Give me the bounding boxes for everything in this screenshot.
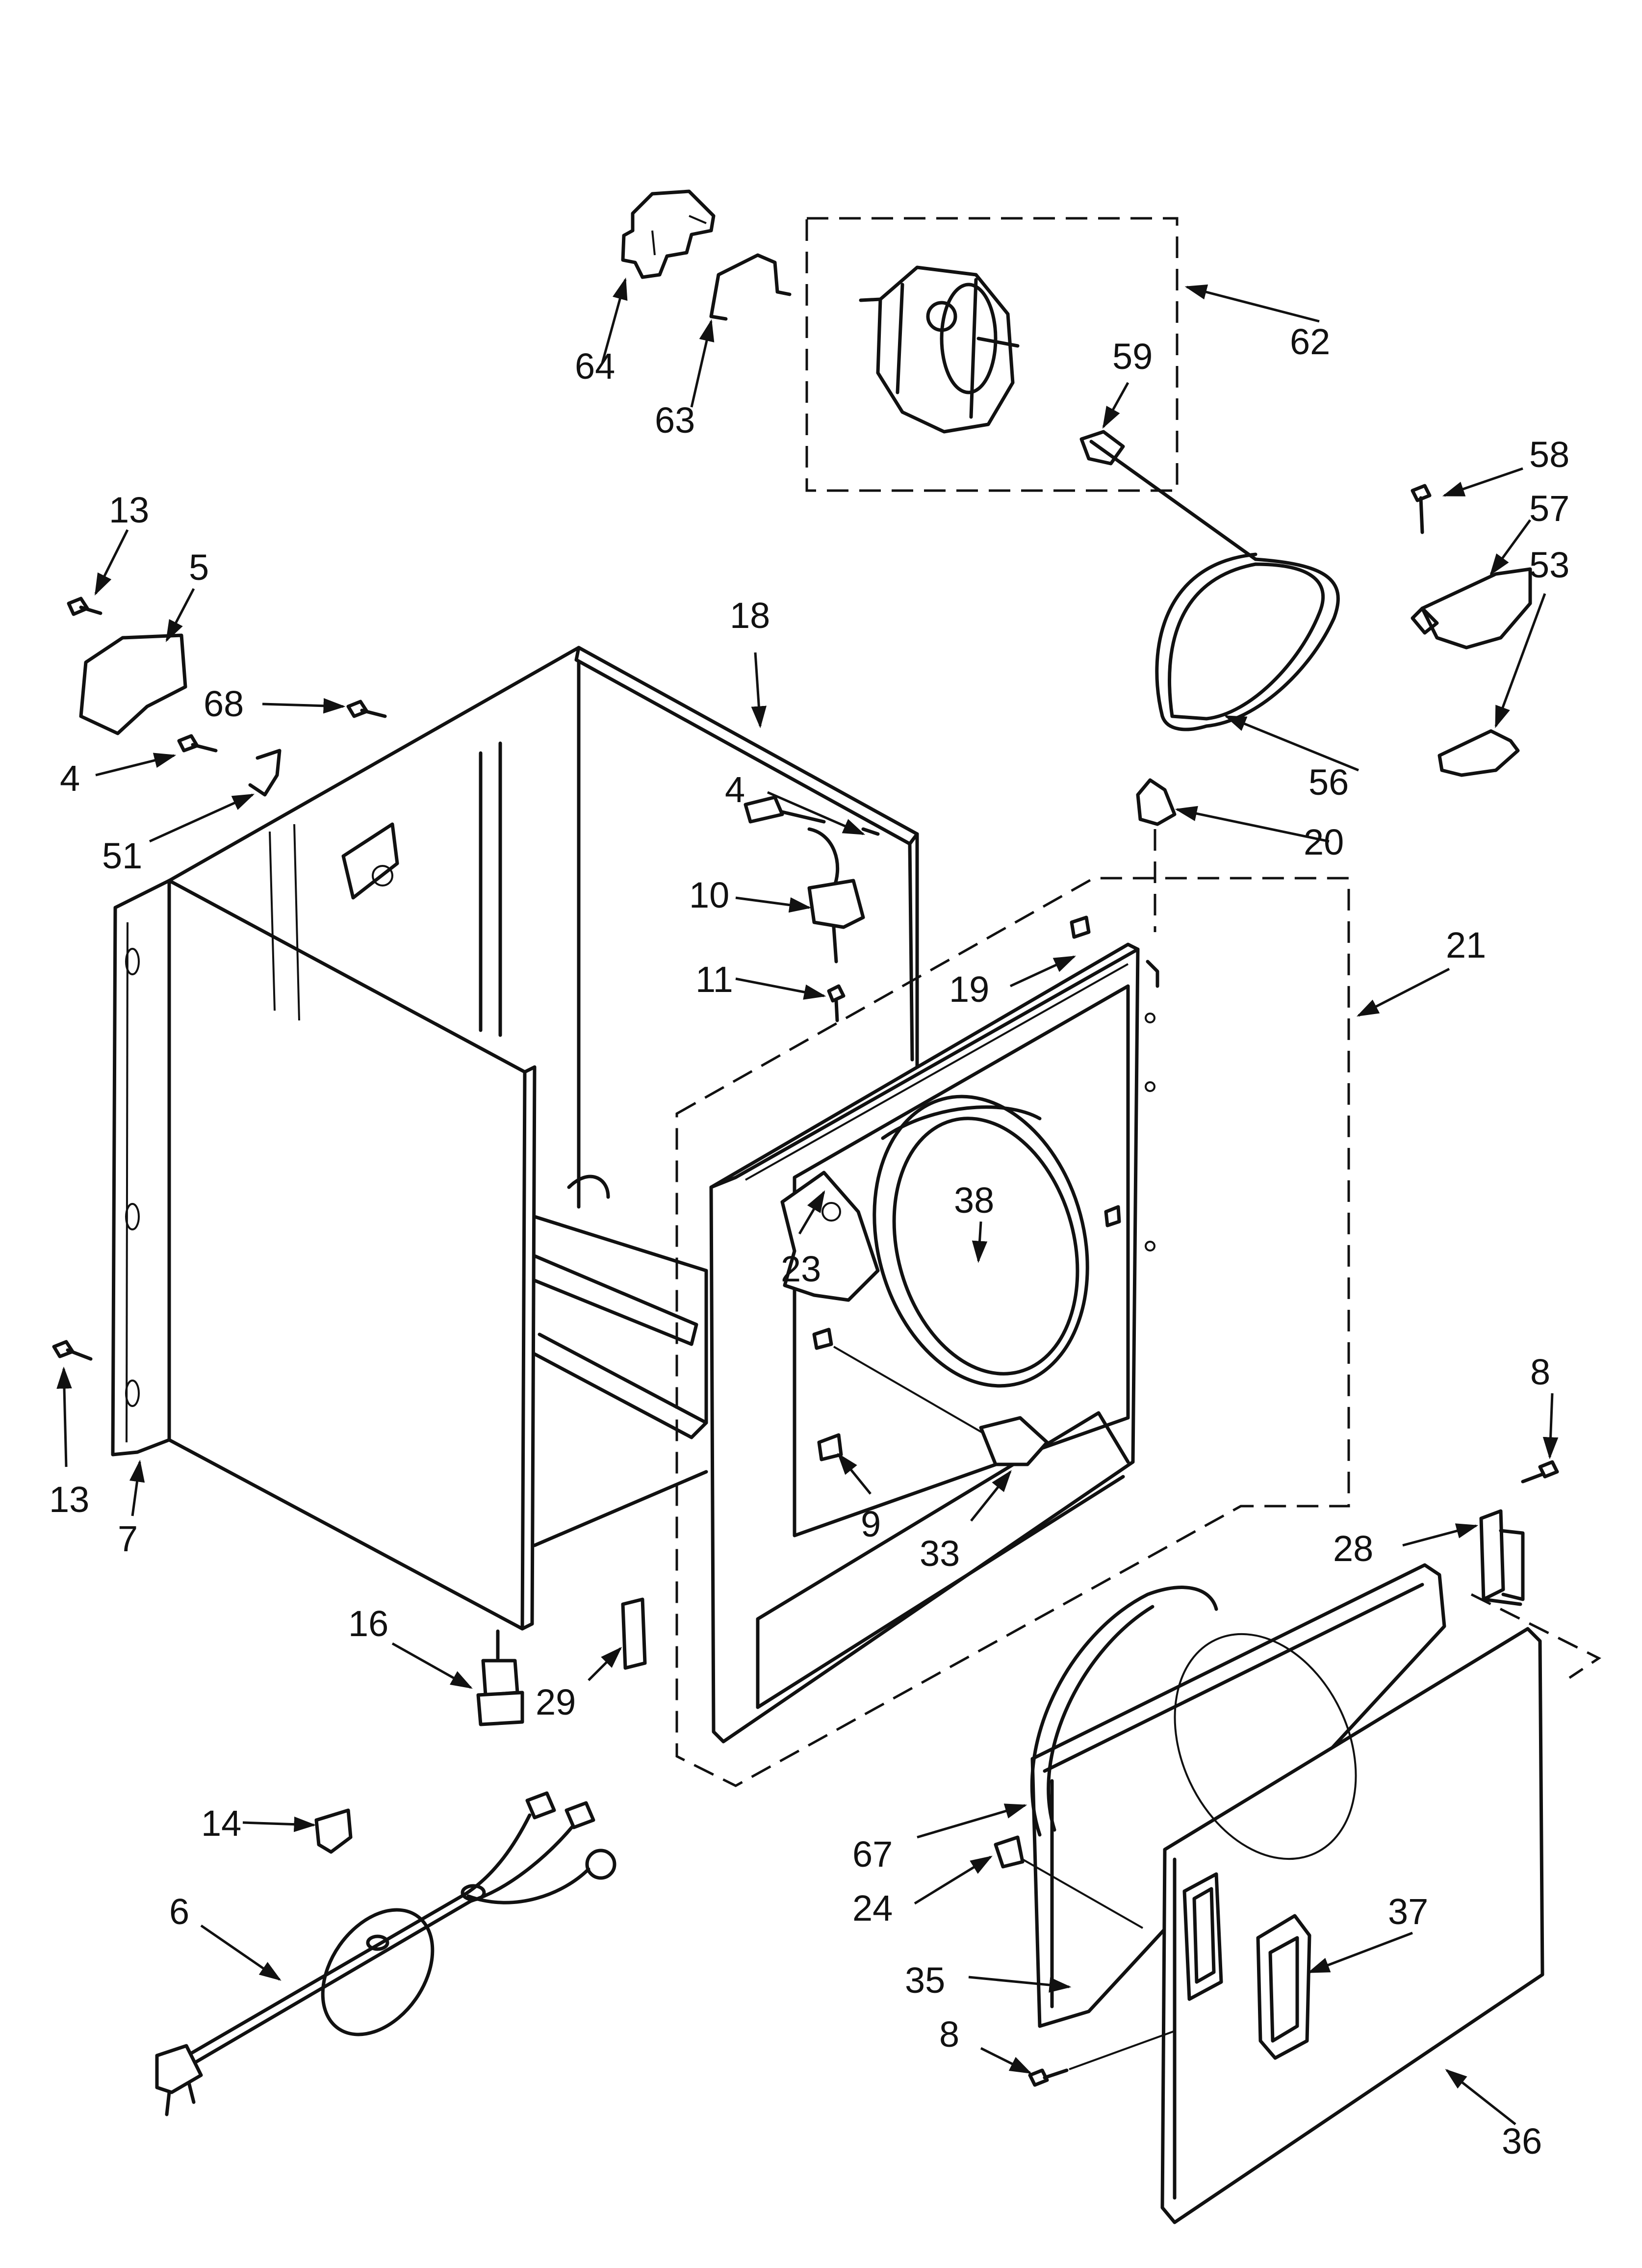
- callout-14: 14: [201, 1803, 241, 1844]
- motor-assembly-box: [805, 217, 1179, 492]
- callout-4-left: 4: [60, 758, 80, 799]
- callout-16: 16: [348, 1603, 388, 1644]
- callout-53: 53: [1529, 545, 1569, 585]
- idler-bracket: [1411, 567, 1532, 650]
- cabinet: [111, 646, 919, 1631]
- screw-4-left: [177, 734, 218, 753]
- clip-29: [621, 1597, 647, 1670]
- callout-13-bottom: 13: [49, 1479, 89, 1520]
- callout-7: 7: [118, 1518, 138, 1559]
- idler-pulley: [1437, 729, 1520, 777]
- glide-20: [1136, 778, 1177, 932]
- door-handle-37: [1256, 1914, 1311, 2060]
- callout-6: 6: [169, 1891, 189, 1932]
- leader-lines: [56, 277, 1559, 2125]
- power-cord-6: [155, 1791, 616, 2116]
- front-panel: [709, 915, 1159, 1744]
- callout-8-bottom: 8: [939, 2014, 959, 2055]
- leveling-leg: [476, 1629, 524, 1726]
- callout-24: 24: [852, 1888, 893, 1929]
- callout-20: 20: [1304, 822, 1344, 862]
- callout-37: 37: [1388, 1891, 1428, 1932]
- screw-11: [827, 984, 846, 1022]
- door-hinge-28: [1479, 1509, 1525, 1606]
- callout-33: 33: [920, 1533, 960, 1574]
- callout-67: 67: [852, 1834, 893, 1875]
- screw-68: [346, 700, 387, 718]
- screw-13-bottom: [52, 1340, 93, 1361]
- door-catch-33: [833, 1346, 1049, 1466]
- callout-21: 21: [1446, 925, 1486, 965]
- hinge-alignment-line: [1470, 1593, 1601, 1679]
- callout-23: 23: [781, 1249, 821, 1289]
- sensor-4-right: [744, 795, 880, 836]
- callout-68: 68: [204, 683, 244, 724]
- callout-59: 59: [1112, 336, 1153, 377]
- callout-labels: 64 63 62 59 58 57 53 13 5 68 18 4 51 4 5…: [49, 321, 1569, 2162]
- callout-35: 35: [905, 1960, 945, 2001]
- motor-bracket: [709, 253, 792, 321]
- motor-shield: [621, 189, 716, 279]
- thermal-switch-10: [807, 827, 865, 964]
- callout-57: 57: [1529, 488, 1569, 529]
- door-gasket-67: [1030, 1586, 1218, 1837]
- callout-10: 10: [689, 875, 729, 915]
- callout-13-top: 13: [109, 490, 149, 530]
- clip-51: [248, 749, 282, 797]
- drive-belt: [1089, 440, 1340, 731]
- callout-29: 29: [536, 1682, 576, 1722]
- idler-screw: [1411, 484, 1432, 534]
- door-screw-8: [1028, 2030, 1175, 2087]
- callout-11: 11: [695, 959, 733, 1000]
- bracket-5: [79, 633, 187, 735]
- callout-4-right: 4: [725, 769, 745, 810]
- callout-51: 51: [102, 835, 142, 876]
- callout-19: 19: [949, 969, 989, 1010]
- callout-58: 58: [1529, 434, 1569, 475]
- callout-8-top: 8: [1530, 1352, 1550, 1392]
- callout-38: 38: [954, 1180, 994, 1221]
- callout-64: 64: [575, 346, 615, 387]
- callout-56: 56: [1308, 762, 1349, 803]
- front-panel-assembly-box: [675, 877, 1350, 1787]
- inner-door-35: [1030, 1563, 1446, 2028]
- clip-14: [314, 1808, 353, 1854]
- callout-5: 5: [189, 547, 209, 588]
- door-latch-24: [994, 1835, 1143, 1929]
- callout-36: 36: [1502, 2121, 1542, 2162]
- callout-18: 18: [730, 595, 770, 636]
- callout-63: 63: [655, 400, 695, 441]
- drive-motor: [859, 265, 1020, 434]
- outer-door-36: [1160, 1627, 1544, 2224]
- screw-13-top: [67, 597, 103, 616]
- callout-62: 62: [1290, 321, 1330, 362]
- hinge-screw-8: [1521, 1460, 1559, 1484]
- callout-9: 9: [861, 1504, 881, 1544]
- callout-28: 28: [1333, 1528, 1373, 1569]
